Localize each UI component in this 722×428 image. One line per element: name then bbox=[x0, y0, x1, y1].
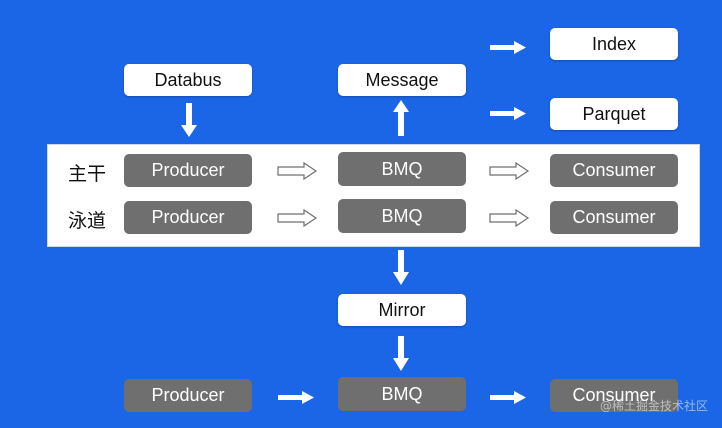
arrow-bmq-to-message bbox=[393, 100, 409, 136]
index-node: Index bbox=[550, 28, 678, 60]
databus-node: Databus bbox=[124, 64, 252, 96]
arrow-bmq-to-consumer-trunk bbox=[489, 161, 530, 181]
row-label-lane: 泳道 bbox=[68, 210, 107, 232]
arrow-databus-to-producer bbox=[181, 103, 197, 137]
producer-node-bottom: Producer bbox=[124, 379, 252, 412]
consumer-node-bottom: Consumer bbox=[550, 379, 678, 412]
arrow-to-parquet bbox=[490, 107, 526, 120]
arrow-producer-to-bmq-trunk bbox=[277, 161, 318, 181]
arrow-mirror-to-bmq bbox=[393, 336, 409, 371]
producer-node-lane: Producer bbox=[124, 201, 252, 234]
consumer-node-trunk: Consumer bbox=[550, 154, 678, 187]
bmq-node-bottom: BMQ bbox=[338, 377, 466, 411]
bmq-node-lane: BMQ bbox=[338, 199, 466, 233]
arrow-bmq-to-mirror bbox=[393, 250, 409, 285]
producer-node-trunk: Producer bbox=[124, 154, 252, 187]
row-label-trunk: 主干 bbox=[68, 163, 107, 185]
mirror-node: Mirror bbox=[338, 294, 466, 326]
message-node: Message bbox=[338, 64, 466, 96]
consumer-node-lane: Consumer bbox=[550, 201, 678, 234]
arrow-to-index bbox=[490, 41, 526, 54]
watermark: @稀土掘金技术社区 bbox=[599, 399, 708, 413]
arrow-bottom-producer-to-bmq bbox=[278, 391, 314, 404]
arrow-producer-to-bmq-lane bbox=[277, 208, 318, 228]
parquet-node: Parquet bbox=[550, 98, 678, 130]
arrow-bmq-to-consumer-lane bbox=[489, 208, 530, 228]
bmq-node-trunk: BMQ bbox=[338, 152, 466, 186]
arrow-bottom-bmq-to-consumer bbox=[490, 391, 526, 404]
